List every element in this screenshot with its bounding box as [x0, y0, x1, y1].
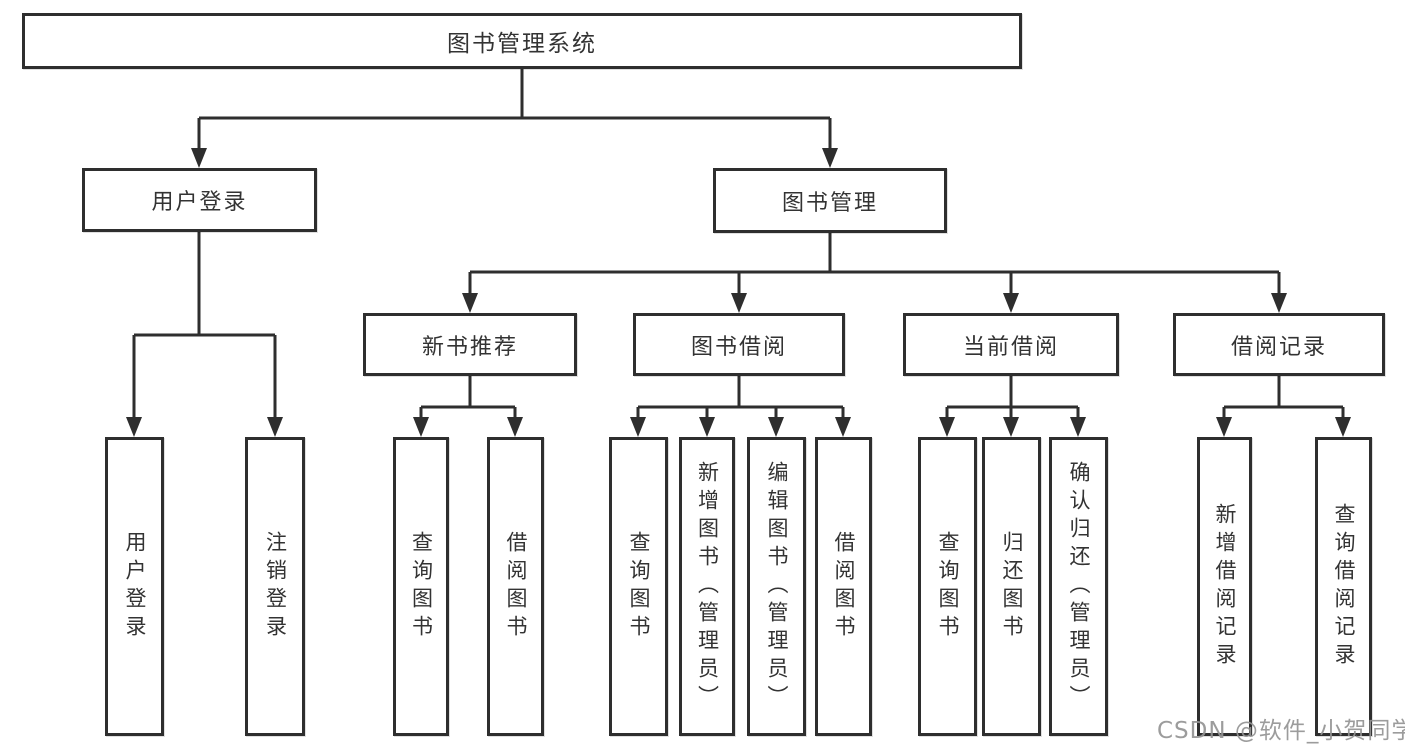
leaf-query-books-current: 查询图书 — [918, 437, 977, 736]
leaf-borrow-books-recommend: 借阅图书 — [487, 437, 544, 736]
leaf-edit-books-admin: 编辑图书（管理员） — [747, 437, 806, 736]
leaf-add-books-admin: 新增图书（管理员） — [679, 437, 735, 736]
node-label: 借阅图书 — [504, 530, 528, 643]
leaf-return-books: 归还图书 — [982, 437, 1041, 736]
node-label: 查询借阅记录 — [1332, 502, 1356, 671]
node-label: 注销登录 — [263, 530, 288, 643]
node-label: 图书管理系统 — [447, 31, 597, 57]
node-label: 图书借阅 — [690, 334, 787, 360]
leaf-borrow-books: 借阅图书 — [815, 437, 872, 736]
arrowheads — [126, 148, 1351, 437]
node-label: 用户登录 — [151, 190, 248, 215]
node-library-management-system: 图书管理系统 — [22, 13, 1022, 69]
node-label: 编辑图书（管理员） — [765, 460, 789, 713]
node-label: 查询图书 — [936, 530, 960, 643]
leaf-logout: 注销登录 — [245, 437, 305, 736]
leaf-add-borrow-record: 新增借阅记录 — [1197, 437, 1252, 736]
leaf-query-books-recommend: 查询图书 — [393, 437, 449, 736]
node-label: 借阅图书 — [832, 530, 856, 643]
watermark-text: CSDN @软件_小贺同学 — [1157, 718, 1405, 744]
node-label: 查询图书 — [409, 530, 434, 643]
node-label: 归还图书 — [1000, 530, 1024, 643]
leaf-confirm-return-admin: 确认归还（管理员） — [1049, 437, 1108, 736]
node-current-borrowing: 当前借阅 — [903, 313, 1119, 376]
leaf-query-books-borrow: 查询图书 — [609, 437, 668, 736]
node-book-borrowing: 图书借阅 — [633, 313, 845, 376]
node-user-login: 用户登录 — [82, 168, 317, 232]
node-book-management: 图书管理 — [713, 168, 947, 233]
node-new-book-recommendation: 新书推荐 — [363, 313, 577, 376]
leaf-query-borrow-record: 查询借阅记录 — [1315, 437, 1372, 736]
node-label: 用户登录 — [123, 530, 147, 643]
node-label: 确认归还（管理员） — [1067, 460, 1091, 713]
node-label: 当前借阅 — [962, 334, 1059, 360]
node-label: 查询图书 — [627, 530, 651, 643]
node-label: 新增借阅记录 — [1213, 502, 1237, 671]
node-borrowing-records: 借阅记录 — [1173, 313, 1385, 376]
leaf-user-login: 用户登录 — [105, 437, 164, 736]
node-label: 新增图书（管理员） — [695, 460, 720, 713]
node-label: 借阅记录 — [1230, 334, 1327, 360]
node-label: 图书管理 — [781, 190, 878, 216]
node-label: 新书推荐 — [421, 334, 518, 360]
